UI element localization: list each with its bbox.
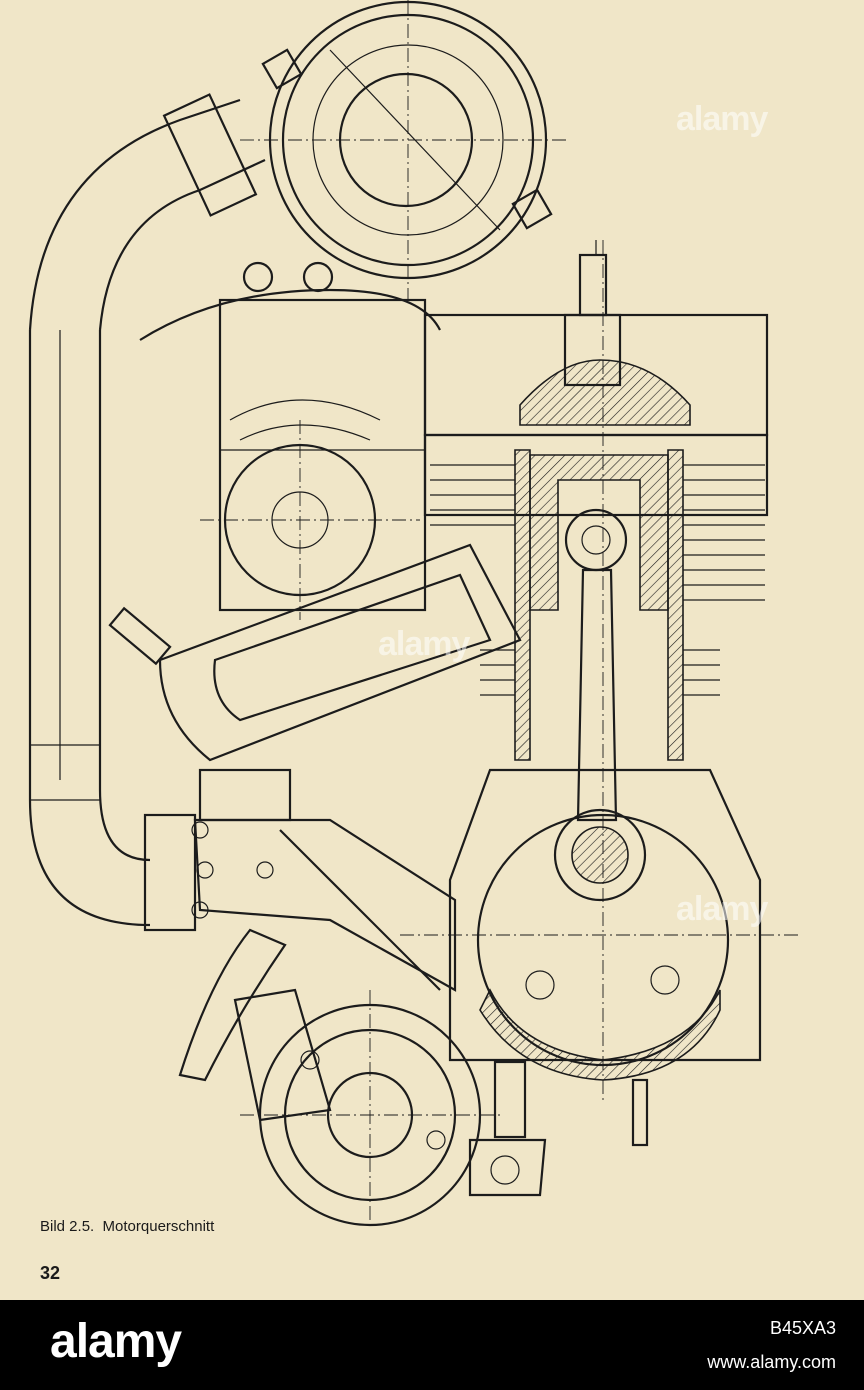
air-filter-housing (240, 0, 570, 300)
image-id: B45XA3 (769, 1318, 836, 1338)
caption-title: Motorquerschnitt (102, 1218, 215, 1235)
cylinder-head (423, 240, 769, 437)
crankcase (400, 240, 800, 1147)
caption-label: Bild 2.5. (40, 1218, 95, 1235)
fan-housing (139, 261, 441, 620)
carburettor-linkage (143, 768, 457, 1082)
connecting-rod (553, 568, 647, 902)
page-number: 32 (40, 1263, 61, 1283)
book-page: alamy alamy alamy Bild 2.5. Motorquersch… (0, 0, 864, 1300)
piston (529, 454, 669, 611)
watermark-center: alamy (378, 625, 470, 663)
cooling-fins-right (683, 464, 765, 696)
engine-cross-section-drawing (28, 0, 800, 1230)
generator-pulley (233, 988, 547, 1230)
watermark-bottom-right: alamy (676, 890, 768, 928)
site-url: www.alamy.com (707, 1352, 836, 1372)
figure-caption: Bild 2.5. Motorquerschnitt (40, 1218, 214, 1235)
stock-footer-bar: alamy B45XA3 www.alamy.com (0, 1300, 864, 1390)
cooling-fins-left (430, 464, 515, 696)
cylinder-barrel (423, 433, 769, 761)
watermark-top-right: alamy (676, 100, 768, 138)
oil-cooler (108, 543, 522, 762)
alamy-logo: alamy (50, 1315, 182, 1368)
intake-pipe (28, 93, 266, 927)
